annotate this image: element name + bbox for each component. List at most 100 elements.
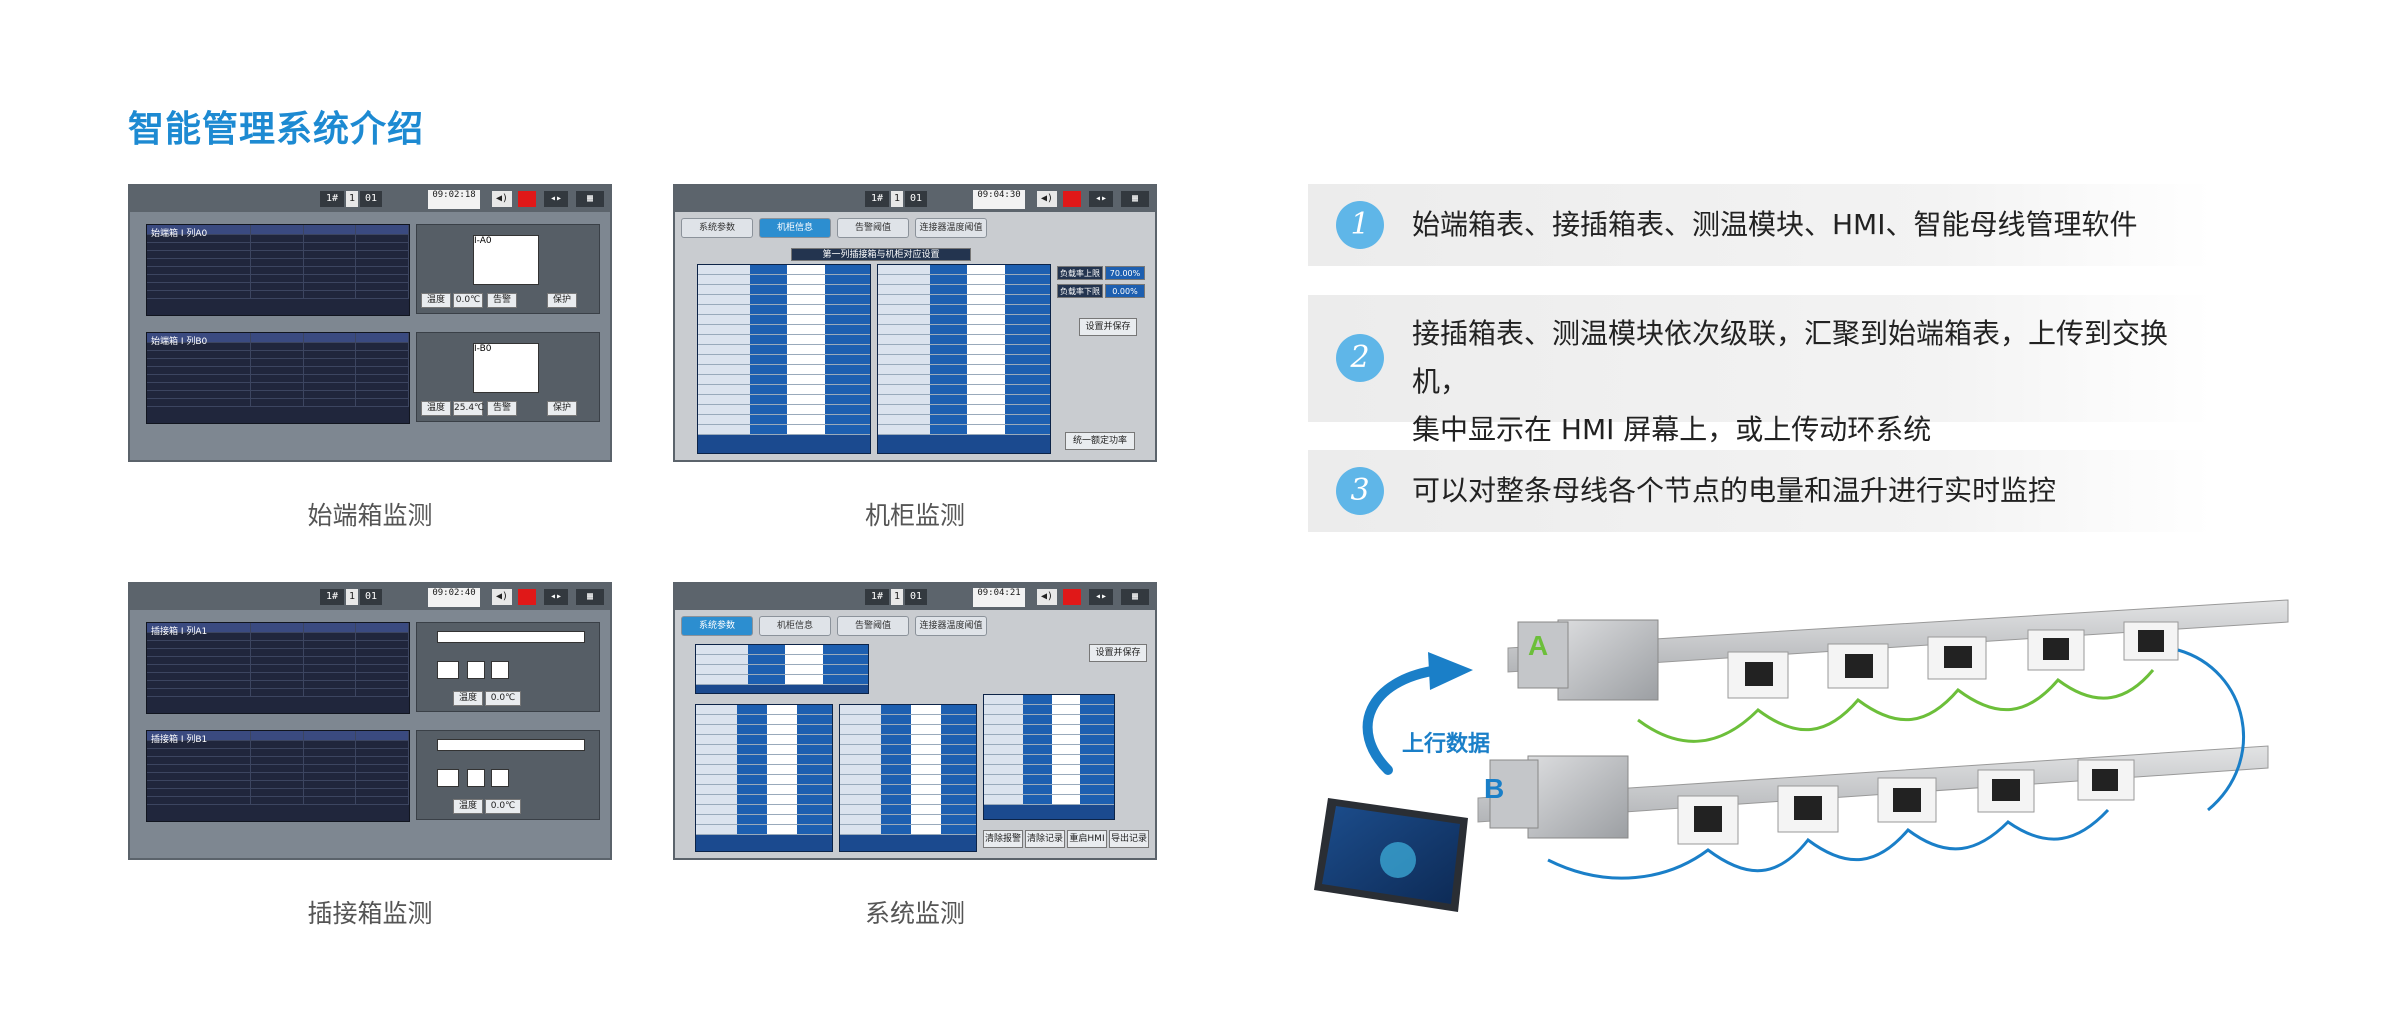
temp-value: 0.0℃ [453, 293, 483, 308]
temp-label: 温度 [421, 293, 451, 308]
alarm-button[interactable]: 告警 [487, 401, 517, 416]
arrows-icon: ◂▸ [544, 589, 568, 605]
feature-number: 3 [1336, 467, 1384, 515]
table-title: 插接箱 I 列B1 [151, 735, 208, 745]
tab-alarm-threshold[interactable]: 告警阈值 [837, 616, 909, 636]
alarm-indicator [518, 589, 536, 605]
tab-system-params[interactable]: 系统参数 [681, 218, 753, 238]
table-row [147, 383, 409, 391]
grid-row [984, 725, 1114, 735]
save-button[interactable]: 设置并保存 [1079, 318, 1137, 336]
device-panel: I-B0 温度 25.4℃ 告警 保护 [416, 332, 600, 422]
plug-box-row-a [1727, 621, 2179, 699]
table-row [147, 351, 409, 359]
cabinet-grid-right [877, 264, 1051, 454]
screenshot-cabinet: 1# 1 01 09:04:30 ◀) ◂▸ ▦ 系统参数 机柜信息 告警阈值 … [673, 184, 1157, 462]
set-rated-power-button[interactable]: 统一额定功率 [1065, 432, 1135, 450]
grid-row [698, 295, 870, 305]
feature-item-1: 1 始端箱表、接插箱表、测温模块、HMI、智能母线管理软件 [1308, 184, 2212, 266]
grid-menu-icon: ▦ [576, 191, 604, 207]
hmi-tablet [1314, 798, 1468, 912]
tab-connector-temp[interactable]: 连接器温度阈值 [915, 218, 987, 238]
table-row [147, 673, 409, 681]
save-button[interactable]: 设置并保存 [1089, 644, 1147, 662]
grid-row [698, 365, 870, 375]
upload-arrow [1362, 665, 1443, 775]
grid-row [698, 345, 870, 355]
protect-button[interactable]: 保护 [547, 401, 577, 416]
grid-row [696, 705, 832, 715]
hmi-tabs: 系统参数 机柜信息 告警阈值 连接器温度阈值 [681, 218, 987, 238]
speaker-icon: ◀) [1037, 191, 1057, 207]
load-upper-value[interactable]: 70.00% [1105, 266, 1145, 280]
table-row [147, 259, 409, 267]
tab-alarm-threshold[interactable]: 告警阈值 [837, 218, 909, 238]
tab-cabinet-info[interactable]: 机柜信息 [759, 616, 831, 636]
restart-hmi-button[interactable]: 重启HMI [1067, 830, 1107, 848]
grid-row [984, 765, 1114, 775]
clear-alarm-button[interactable]: 清除报警 [983, 830, 1023, 848]
screenshot-busbar-start-box: 1# 1 01 09:02:18 ◀) ◂▸ ▦ 始端箱 I 列A0 I-A0 … [128, 184, 612, 462]
arrows-icon: ◂▸ [1089, 589, 1113, 605]
alarm-indicator [1063, 589, 1081, 605]
grid-row [698, 265, 870, 275]
temp-value: 0.0℃ [485, 691, 521, 706]
tab-cabinet-info[interactable]: 机柜信息 [759, 218, 831, 238]
tab-system-params[interactable]: 系统参数 [681, 616, 753, 636]
grid-row [698, 315, 870, 325]
grid-row [698, 425, 870, 435]
grid-row [840, 805, 976, 815]
switch-icon [467, 661, 485, 679]
grid-row [984, 785, 1114, 795]
table-row [147, 267, 409, 275]
table-row [147, 765, 409, 773]
grid-row [878, 345, 1050, 355]
grid-row [840, 705, 976, 715]
busway-illustration [1314, 599, 2289, 912]
cabinet-grid-left [697, 264, 871, 454]
load-lower-label: 负载率下限 [1057, 284, 1103, 298]
table-row [147, 391, 409, 399]
temp-label: 温度 [453, 799, 483, 814]
row-selector: 1# [320, 589, 344, 605]
grid-row [696, 715, 832, 725]
data-table: 始端箱 I 列B0 [146, 332, 410, 424]
alarm-button[interactable]: 告警 [487, 293, 517, 308]
grid-row [696, 765, 832, 775]
grid-row [698, 275, 870, 285]
feature-line: 始端箱表、接插箱表、测温模块、HMI、智能母线管理软件 [1412, 208, 2138, 241]
busway-b-label: B [1484, 773, 1505, 804]
screenshot-system: 1# 1 01 09:04:21 ◀) ◂▸ ▦ 系统参数 机柜信息 告警阈值 … [673, 582, 1157, 860]
clear-records-button[interactable]: 清除记录 [1025, 830, 1065, 848]
feature-number: 2 [1336, 334, 1384, 382]
table-row [147, 375, 409, 383]
device-panel: 温度 0.0℃ [416, 730, 600, 820]
feature-text: 可以对整条母线各个节点的电量和温升进行实时监控 [1412, 467, 2056, 515]
feature-line: 接插箱表、测温模块依次级联，汇聚到始端箱表，上传到交换机， [1412, 317, 2169, 398]
page-selector: 1 [891, 589, 903, 605]
feature-item-3: 3 可以对整条母线各个节点的电量和温升进行实时监控 [1308, 450, 2212, 532]
protect-button[interactable]: 保护 [547, 293, 577, 308]
table-row [147, 243, 409, 251]
hmi-topbar: 1# 1 01 09:02:40 ◀) ◂▸ ▦ [130, 584, 610, 610]
row-selector: 1# [865, 589, 889, 605]
grid-row [696, 675, 868, 685]
grid-row [840, 725, 976, 735]
page-selector: 1 [891, 191, 903, 207]
alarm-indicator [1063, 191, 1081, 207]
arrows-icon: ◂▸ [544, 191, 568, 207]
alarm-indicator [518, 191, 536, 207]
table-row [147, 657, 409, 665]
grid-row [878, 405, 1050, 415]
table-row [147, 741, 409, 749]
export-records-button[interactable]: 导出记录 [1109, 830, 1149, 848]
data-table: 插接箱 I 列A1 [146, 622, 410, 714]
load-lower-value[interactable]: 0.00% [1105, 284, 1145, 298]
grid-row [878, 335, 1050, 345]
table-title: 始端箱 I 列A0 [151, 229, 208, 239]
grid-row [698, 395, 870, 405]
system-params-grid [695, 644, 869, 694]
upload-data-label: 上行数据 [1402, 732, 1491, 757]
plug-box-row-b [1677, 759, 2135, 845]
tab-connector-temp[interactable]: 连接器温度阈值 [915, 616, 987, 636]
